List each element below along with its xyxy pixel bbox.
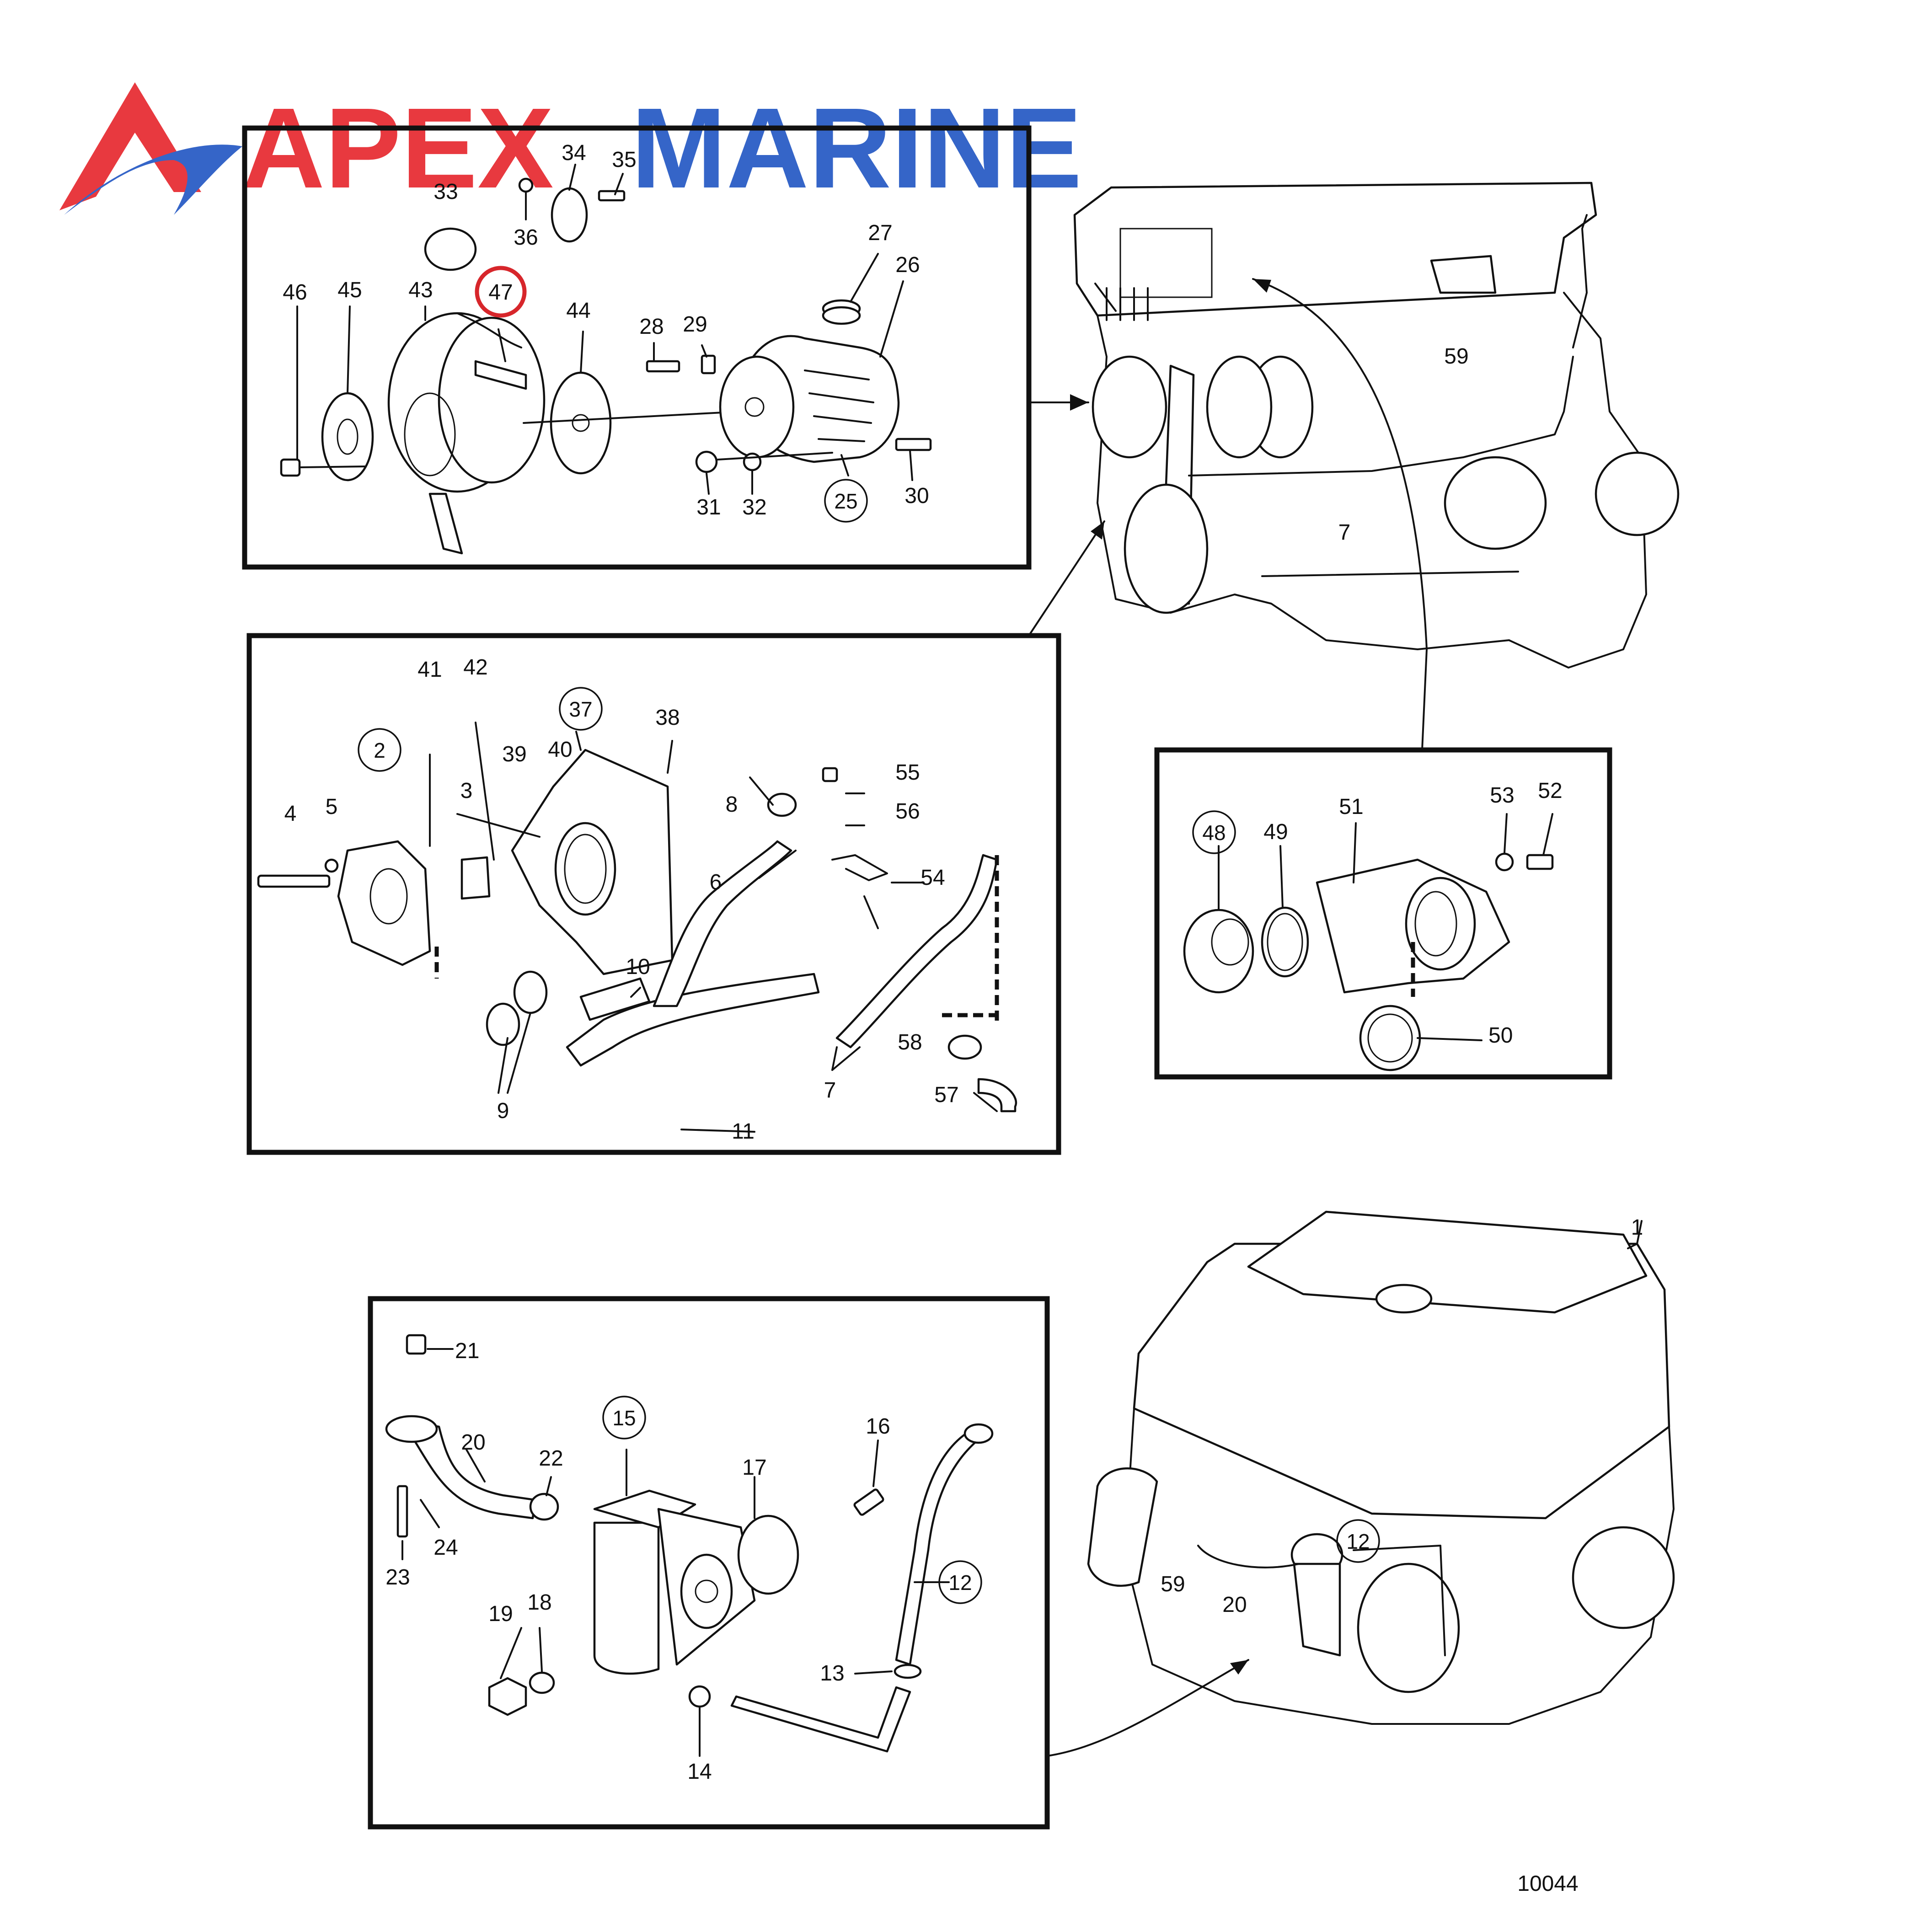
callout-35: 35 [612, 148, 636, 172]
callout-41: 41 [417, 658, 442, 682]
callout-21: 21 [455, 1339, 479, 1363]
callout-52: 52 [1538, 779, 1562, 803]
detail-box-water-pump [242, 125, 1032, 570]
callout-23: 23 [385, 1565, 410, 1589]
callout-46: 46 [283, 280, 307, 305]
callout-ring-12-engine [1336, 1519, 1380, 1563]
callout-32: 32 [742, 495, 766, 519]
callout-ring-48 [1192, 810, 1236, 854]
callout-25: 25 [834, 489, 857, 513]
callout-15: 15 [612, 1406, 636, 1430]
callout-13: 13 [820, 1661, 844, 1686]
callout-39: 39 [502, 742, 526, 766]
oil-filter-assembly [385, 1334, 1249, 1757]
callout-58: 58 [898, 1030, 922, 1054]
callout-45: 45 [337, 278, 362, 302]
callout-1: 1 [1631, 1215, 1643, 1240]
water-pump-assembly [280, 164, 1105, 637]
callout-11: 11 [732, 1119, 755, 1144]
callout-12-engine: 12 [1346, 1530, 1370, 1553]
callout-3: 3 [460, 779, 473, 803]
callout-42: 42 [463, 655, 487, 680]
callout-51: 51 [1339, 795, 1363, 819]
callout-12-box: 12 [948, 1571, 972, 1595]
callout-30: 30 [904, 484, 929, 508]
callout-59-bottom: 59 [1161, 1572, 1185, 1596]
callout-ring-2 [358, 728, 401, 772]
detail-box-thermostat [1154, 747, 1612, 1080]
thermostat-assembly [1183, 813, 1554, 1071]
thermostat-housing-assembly [257, 722, 1017, 1133]
callout-27: 27 [868, 221, 892, 245]
callout-24: 24 [433, 1536, 458, 1560]
callout-44: 44 [566, 299, 590, 323]
callout-ring-15 [602, 1396, 646, 1440]
highlight-ring-47 [475, 266, 527, 318]
callout-26: 26 [895, 253, 920, 277]
callout-33: 33 [433, 180, 458, 204]
callout-4: 4 [284, 802, 297, 826]
logo-word-apex: APEX [242, 84, 554, 212]
logo-mark-icon [59, 82, 201, 210]
callout-16: 16 [866, 1414, 890, 1439]
callout-19: 19 [488, 1602, 513, 1626]
logo-swoosh-icon [64, 144, 242, 215]
callout-29: 29 [683, 312, 707, 337]
callout-28: 28 [639, 315, 664, 339]
callout-8: 8 [726, 792, 738, 817]
callout-7-mid: 7 [824, 1078, 836, 1102]
callout-ring-12-box [938, 1560, 982, 1604]
callout-53: 53 [1490, 783, 1514, 808]
callout-6: 6 [710, 870, 722, 894]
callout-17: 17 [742, 1456, 766, 1480]
callout-7-top: 7 [1338, 520, 1351, 545]
callout-59-top: 59 [1444, 344, 1468, 369]
callout-47: 47 [488, 280, 513, 305]
callout-34: 34 [562, 141, 586, 165]
callout-2: 2 [374, 739, 385, 762]
callout-ring-37 [559, 687, 603, 731]
callout-40: 40 [548, 738, 572, 762]
callout-50: 50 [1488, 1023, 1513, 1048]
callout-9: 9 [497, 1099, 509, 1123]
brand-logo: APEX MARINE [59, 82, 1082, 215]
callout-18: 18 [527, 1590, 551, 1615]
callout-5: 5 [326, 795, 338, 819]
callout-57: 57 [934, 1083, 958, 1107]
callout-43: 43 [408, 278, 433, 302]
engine-view-top [1073, 182, 1680, 751]
callout-49: 49 [1263, 820, 1288, 844]
callout-14: 14 [687, 1760, 712, 1784]
callout-20: 20 [461, 1430, 485, 1455]
detail-box-oil-filter [368, 1296, 1050, 1830]
callout-20-bottom: 20 [1222, 1593, 1247, 1617]
callout-54: 54 [921, 866, 945, 890]
detail-box-thermostat-housing [246, 633, 1061, 1155]
engine-view-bottom [1087, 1210, 1675, 1725]
callout-55: 55 [895, 760, 920, 785]
callout-36: 36 [514, 225, 538, 250]
callout-48: 48 [1202, 821, 1226, 845]
callout-37: 37 [569, 697, 592, 721]
logo-word-marine: MARINE [631, 84, 1082, 212]
drawing-number: 10044 [1517, 1872, 1578, 1896]
callout-labels: 33 34 35 36 46 45 43 47 44 28 29 27 26 3… [283, 141, 1643, 1784]
callout-ring-25 [824, 479, 868, 523]
callout-56: 56 [895, 799, 920, 824]
callout-38: 38 [655, 706, 680, 730]
callout-10: 10 [626, 955, 650, 979]
callout-22: 22 [539, 1446, 563, 1471]
callout-31: 31 [696, 495, 721, 519]
